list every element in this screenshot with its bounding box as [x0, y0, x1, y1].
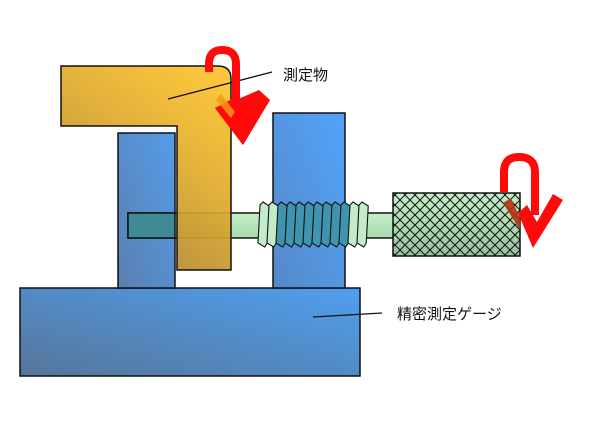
leader-line-gauge — [312, 312, 383, 318]
label-precision-gauge: 精密測定ゲージ — [397, 305, 502, 323]
rotation-arrow-object — [205, 46, 270, 145]
rotation-arrow-knob — [500, 153, 563, 248]
leader-line-object — [167, 71, 273, 100]
gauge-base — [19, 287, 361, 377]
label-measured-object: 測定物 — [283, 66, 329, 84]
thread-turn — [356, 201, 369, 248]
spindle-rod-shadow — [127, 212, 176, 239]
thimble-knob — [392, 192, 521, 257]
measured-object — [60, 65, 232, 271]
screw-thread — [257, 201, 369, 248]
left-post — [117, 132, 176, 289]
right-post — [272, 112, 346, 289]
